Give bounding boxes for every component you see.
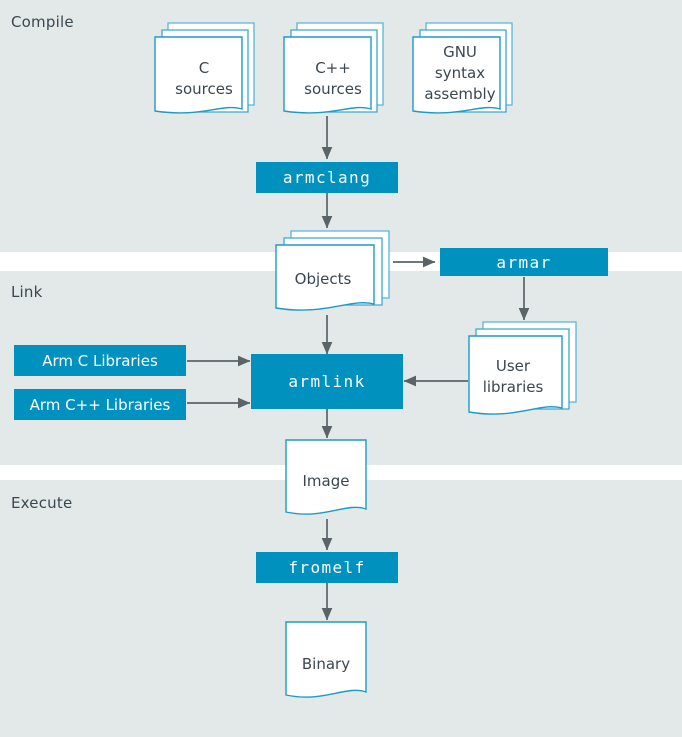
document-objects: Objects <box>273 228 393 318</box>
document-image: Image <box>284 438 368 520</box>
stage-label-link: Link <box>11 283 43 301</box>
tool-box-armlink[interactable]: armlink <box>251 354 403 409</box>
document-gnu-assembly: GNU syntax assembly <box>410 19 514 119</box>
document-binary: Binary <box>284 620 368 704</box>
tool-box-fromelf[interactable]: fromelf <box>256 552 398 583</box>
stage-label-execute: Execute <box>11 494 73 512</box>
tool-box-armar[interactable]: armar <box>440 248 608 276</box>
library-box-arm-cpp[interactable]: Arm C++ Libraries <box>14 389 186 420</box>
library-box-arm-c[interactable]: Arm C Libraries <box>14 345 186 376</box>
document-c-sources: C sources <box>152 19 256 119</box>
tool-box-armclang[interactable]: armclang <box>256 162 398 193</box>
document-cpp-sources: C++ sources <box>281 19 385 119</box>
stage-label-compile: Compile <box>11 13 74 31</box>
stage-band-execute <box>0 480 682 737</box>
document-user-libraries: User libraries <box>466 318 578 424</box>
